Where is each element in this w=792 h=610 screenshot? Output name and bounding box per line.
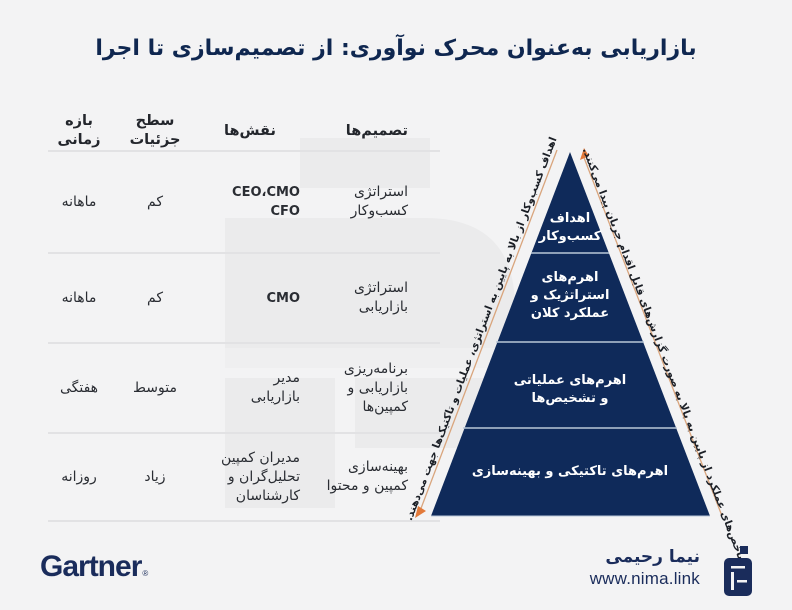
roles-text: مدیر <box>273 370 300 386</box>
pyramid-layer-operational: اهرم‌های عملیاتی و تشخیص‌ها <box>490 372 650 408</box>
layer-text: کسب‌وکار <box>538 229 602 244</box>
brand-name: نیما رحیمی <box>605 547 700 567</box>
layer-text: اهداف <box>549 211 591 226</box>
pyramid-layer-strategic: اهرم‌های استراتژیک و عملکرد کلان <box>510 269 630 323</box>
brand-block: نیما رحیمی www.nima.link <box>590 546 700 590</box>
roles-text: CMO <box>266 290 300 306</box>
decision-text: بهینه‌سازی <box>347 459 408 475</box>
decision-text: کسب‌وکار <box>350 203 408 219</box>
decision-text: برنامه‌ریزی <box>343 360 408 377</box>
time-frame-cell: ماهانه <box>61 289 97 306</box>
header-detail-level: سطح جزئیات <box>129 113 181 148</box>
table-row: بهینه‌سازی کمپین و محتوا مدیران کمپین تح… <box>48 434 440 522</box>
pyramid-layer-tactical: اهرم‌های تاکتیکی و بهینه‌سازی <box>470 463 670 481</box>
table-row: برنامه‌ریزی بازاریابی و کمپین‌ها مدیر با… <box>48 344 440 434</box>
decision-table: تصمیم‌ها نقش‌ها سطح جزئیات بازه زمانی اس… <box>48 112 440 522</box>
down-arrow-head-icon <box>415 506 426 518</box>
roles-text: CEO،CMO <box>232 185 300 200</box>
table-row: استراتژی بازاریابی CMO کم ماهانه <box>48 254 440 344</box>
roles-cell: مدیر بازاریابی <box>200 369 300 407</box>
decision-cell: بهینه‌سازی کمپین و محتوا <box>300 458 440 496</box>
decision-cell: استراتژی بازاریابی <box>300 279 440 317</box>
layer-text: عملکرد کلان <box>530 306 610 321</box>
up-arrow-head-icon <box>580 148 589 160</box>
layer-text: اهرم‌های <box>541 270 599 285</box>
decision-cell: استراتژی کسب‌وکار <box>300 183 440 221</box>
top-down-arrow-line <box>419 149 558 512</box>
layer-text: استراتژیک و <box>530 288 610 303</box>
detail-level-cell: زیاد <box>144 468 166 485</box>
nima-logo-icon <box>724 546 752 596</box>
header-decisions: تصمیم‌ها <box>345 122 408 139</box>
layer-text: اهرم‌های تاکتیکی و بهینه‌سازی <box>471 464 669 479</box>
registered-mark: ® <box>142 569 148 578</box>
header-roles: نقش‌ها <box>224 122 276 139</box>
decision-text: بازاریابی و <box>347 379 408 396</box>
decision-text: کمپین‌ها <box>362 398 408 415</box>
decision-text: بازاریابی <box>358 299 408 315</box>
roles-cell: CEO،CMO CFO <box>200 183 300 221</box>
roles-text: CFO <box>270 204 300 219</box>
roles-text: تحلیل‌گران و <box>227 468 300 485</box>
roles-cell: CMO <box>200 289 300 308</box>
gartner-wordmark: Gartner <box>40 550 142 583</box>
decision-cell: برنامه‌ریزی بازاریابی و کمپین‌ها <box>300 360 440 417</box>
roles-text: بازاریابی <box>250 389 300 405</box>
roles-text: مدیران کمپین <box>221 449 300 466</box>
detail-level-cell: کم <box>147 289 163 306</box>
detail-level-cell: متوسط <box>133 379 177 396</box>
pyramid-layer-business-goals: اهداف کسب‌وکار <box>530 210 610 246</box>
detail-level-cell: کم <box>147 193 163 210</box>
roles-cell: مدیران کمپین تحلیل‌گران و کارشناسان <box>188 449 300 506</box>
table-header-row: تصمیم‌ها نقش‌ها سطح جزئیات بازه زمانی <box>48 112 440 152</box>
roles-text: کارشناسان <box>235 487 300 504</box>
header-time-frame: بازه زمانی <box>57 113 101 148</box>
layer-text: اهرم‌های عملیاتی <box>513 373 627 388</box>
pyramid-shape <box>431 152 710 516</box>
gartner-logo: Gartner® <box>40 550 148 584</box>
time-frame-cell: هفتگی <box>59 379 99 396</box>
brand-url-link[interactable]: www.nima.link <box>589 569 700 588</box>
decision-text: استراتژی <box>353 280 408 296</box>
decision-text: استراتژی <box>353 184 408 200</box>
time-frame-cell: ماهانه <box>61 193 97 210</box>
decision-text: کمپین و محتوا <box>326 478 408 494</box>
bottom-up-arrow-line <box>582 154 723 517</box>
time-frame-cell: روزانه <box>61 468 97 485</box>
table-row: استراتژی کسب‌وکار CEO،CMO CFO کم ماهانه <box>48 152 440 254</box>
page-title: بازاریابی به‌عنوان محرک نوآوری: از تصمیم… <box>95 36 697 61</box>
layer-text: و تشخیص‌ها <box>531 391 609 406</box>
